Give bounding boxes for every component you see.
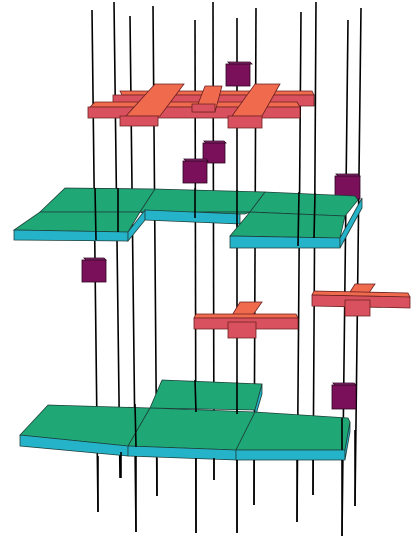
pole [312,1,317,496]
slab-tile [149,379,263,411]
beam-side [344,299,371,317]
cube [202,140,227,164]
pole [134,403,137,448]
slab-side [235,449,346,461]
pole [194,379,197,413]
slab-tile [235,411,351,451]
beam-top [125,83,185,117]
slab-tile [39,187,156,213]
slab-tile [139,188,266,213]
middle-beam-left [193,301,299,339]
slab-tile [229,211,346,239]
beam-top [193,313,299,319]
cube-group-upper [182,61,361,200]
middle-beam-right [311,283,411,317]
pole [297,191,300,247]
slab-side [339,197,363,249]
slab-side [13,229,129,242]
cube [182,158,209,184]
upper-slab [12,187,363,249]
pole [94,187,97,241]
cube [334,173,361,200]
beam-side [191,103,216,113]
slab-side [344,421,351,461]
pole [313,192,316,239]
slab-side [229,235,341,249]
slab-tile [127,407,256,451]
cube [331,382,357,410]
top-beam-grid [87,83,315,129]
slab-tile [12,211,141,233]
slab-tile [249,191,359,217]
lower-slab [19,379,351,461]
beam-side [227,115,263,129]
cube [81,257,107,283]
poles-front-lower [97,379,356,536]
cube [225,61,253,87]
beam-side [227,321,257,339]
slab-side [144,209,241,225]
poles-front-upper [94,187,316,247]
beam-side [119,115,159,127]
pole [354,7,362,507]
